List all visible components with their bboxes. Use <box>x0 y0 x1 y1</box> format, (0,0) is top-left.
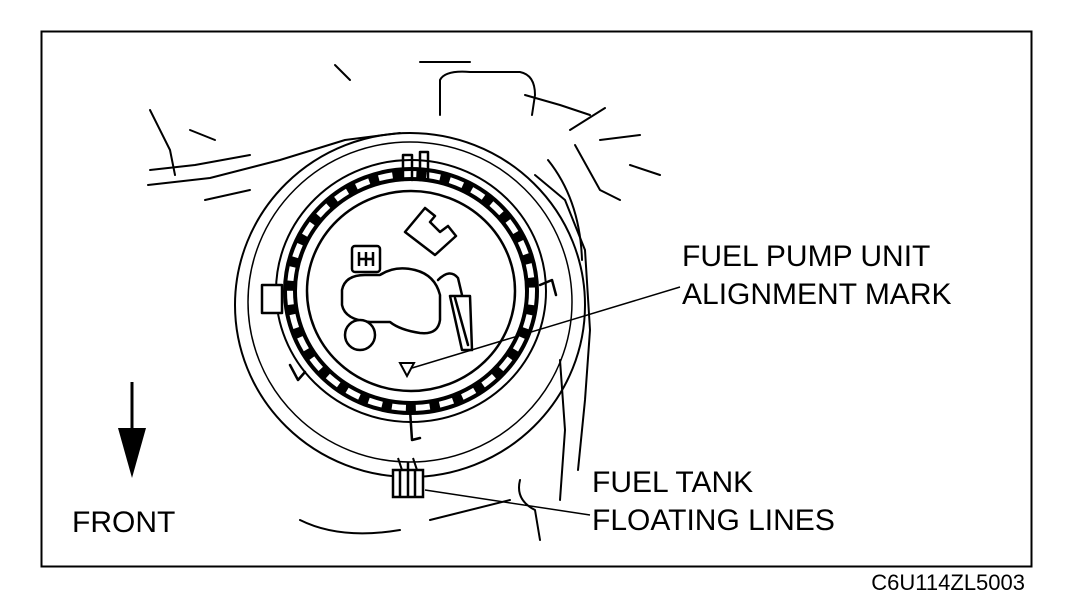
pump-hose <box>436 272 474 352</box>
diagram-frame <box>40 30 1033 568</box>
figure-code: C6U114ZL5003 <box>871 570 1025 595</box>
pump-mark-label-line1: FUEL PUMP UNIT <box>682 240 930 273</box>
triangle-down-icon <box>398 362 416 379</box>
ring-tabs <box>260 150 558 442</box>
floating-lines-connector <box>391 457 425 499</box>
electrical-connector <box>350 244 382 274</box>
pump-unit-body <box>340 267 442 335</box>
floating-lines-leader <box>424 489 591 516</box>
sender-port <box>343 318 377 352</box>
arrow-down-icon <box>118 382 146 478</box>
fuel-outlet-fitting <box>403 206 458 257</box>
tank-lines-label-line2: FLOATING LINES <box>592 504 835 537</box>
alignment-mark-leader <box>411 286 681 369</box>
lock-ring <box>275 159 547 423</box>
pump-mark-label-line2: ALIGNMENT MARK <box>682 278 952 311</box>
tank-lines-label-line1: FUEL TANK <box>592 466 753 499</box>
tank-body-outline <box>147 61 661 541</box>
front-label: FRONT <box>72 506 175 539</box>
mounting-plate-inner <box>247 141 573 463</box>
